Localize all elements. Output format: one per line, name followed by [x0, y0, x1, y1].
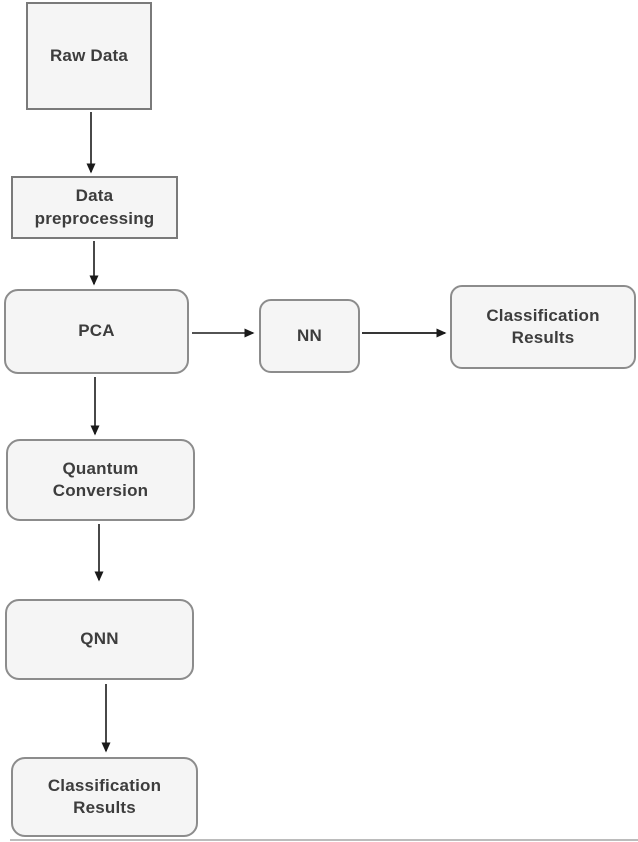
node-pca: PCA — [4, 289, 189, 374]
node-nn: NN — [259, 299, 360, 373]
node-raw-data: Raw Data — [26, 2, 152, 110]
node-data-preprocessing: Data preprocessing — [11, 176, 178, 239]
node-quantum-conversion: Quantum Conversion — [6, 439, 195, 521]
node-classification-results-top: Classification Results — [450, 285, 636, 369]
node-qnn: QNN — [5, 599, 194, 680]
node-classification-results-bottom: Classification Results — [11, 757, 198, 837]
